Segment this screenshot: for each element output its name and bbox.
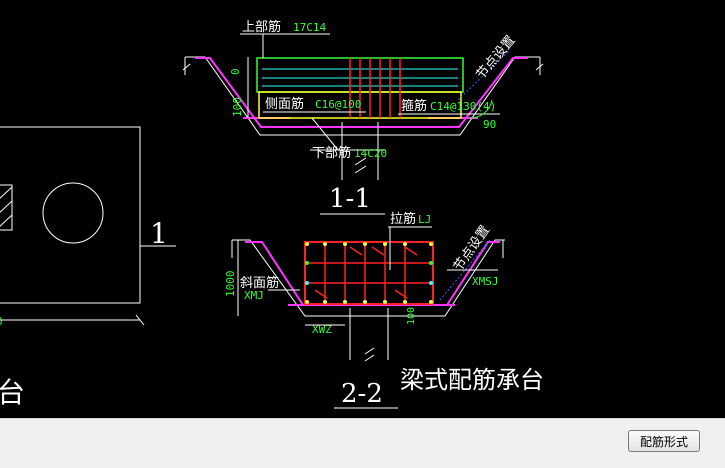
section-1-dim-side: 100 [231, 97, 244, 117]
slant-rebar-value: XMJ [244, 289, 264, 302]
plan-dim-text: 0 [0, 315, 3, 328]
angle-label: 90 [483, 118, 496, 131]
plan-partial-title: 台 [0, 376, 25, 409]
bottom-toolbar [0, 418, 725, 468]
plan-outline [0, 126, 141, 304]
section-2-cage [304, 241, 434, 305]
top-rebar-value: 17C14 [293, 21, 326, 34]
side-rebar-label: 侧面筋 [265, 96, 304, 112]
stirrup-label: 箍筋 [401, 98, 427, 114]
section-1-title: 1-1 [329, 184, 371, 214]
section-marker-number: 1 [150, 217, 168, 250]
section-1-1: 0 100 上部筋 17C14 侧面筋 C16@100 箍筋 C14@130(4… [182, 19, 544, 215]
section-2-dim-small: 100 [406, 307, 417, 325]
section-1-stirrups [349, 58, 401, 118]
bottom-rebar-label: 下部筋 [312, 145, 351, 161]
section-2-dim-height: 1000 [224, 271, 237, 298]
xmsj-label: XMSJ [472, 275, 499, 288]
top-rebar-label: 上部筋 [242, 19, 281, 35]
section-2-rebar-dots [305, 242, 433, 304]
tie-value: LJ [418, 213, 431, 226]
xwz-label: XWZ [312, 323, 332, 336]
plan-view: 0 1 台 [0, 126, 176, 409]
pile-circle [42, 182, 104, 244]
bottom-rebar-value: 14C20 [354, 147, 387, 160]
section-2-profile [232, 239, 505, 317]
column-hatch [0, 184, 13, 231]
tie-label: 拉筋 [390, 211, 416, 227]
cad-drawing-canvas: 0 1 台 [0, 0, 725, 418]
side-rebar-value: C16@100 [315, 98, 361, 111]
rebar-form-button[interactable]: 配筋形式 [628, 430, 700, 452]
section-1-dim-top: 0 [229, 68, 242, 75]
section-1-node-label: 节点设置 [474, 33, 519, 82]
section-1-slant-rebar [195, 57, 528, 128]
section-2-title: 2-2 [341, 379, 383, 409]
drawing-title: 梁式配筋承台 [400, 366, 544, 394]
stirrup-value: C14@130(4) [430, 100, 496, 113]
slant-rebar-label: 斜面筋 [240, 275, 279, 291]
drawing-svg: 0 1 台 [0, 19, 544, 409]
